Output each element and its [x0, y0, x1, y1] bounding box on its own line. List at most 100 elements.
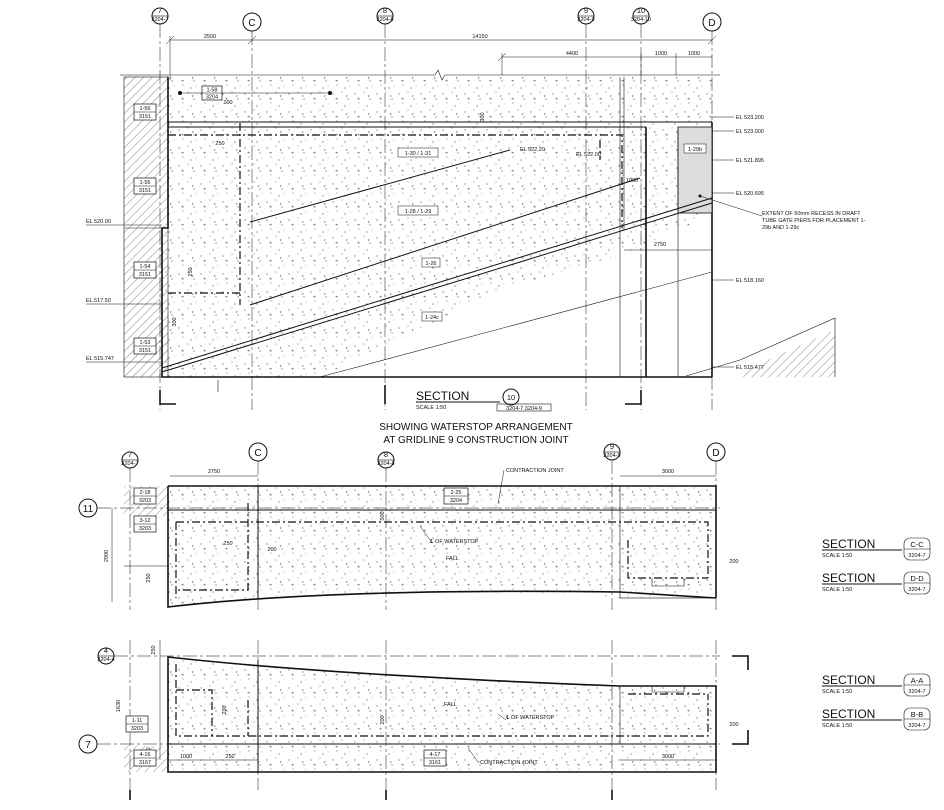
bottom-plan-view: 4 3204-4 7 250 1630 250 100: [78, 640, 749, 800]
svg-text:250: 250: [225, 754, 234, 760]
svg-text:3204-7: 3204-7: [151, 17, 168, 23]
tag-3-12: 3-12 3203: [133, 515, 157, 533]
tag-2-18: 2-18 3203: [133, 487, 157, 505]
svg-text:3204: 3204: [450, 498, 462, 504]
grid-bubble-8-mid: 8 3204-8: [377, 450, 395, 469]
svg-text:3204-7: 3204-7: [121, 461, 138, 467]
svg-text:11: 11: [83, 504, 94, 515]
svg-text:3204-7: 3204-7: [908, 689, 925, 695]
svg-text:1-29b: 1-29b: [688, 147, 702, 153]
svg-text:9: 9: [610, 442, 614, 451]
tag-2-25: 2-25 3204: [443, 487, 469, 505]
grid-bubble-10: 10 3204-10: [631, 6, 651, 25]
svg-text:SCALE 1:50: SCALE 1:50: [416, 405, 446, 411]
svg-text:10: 10: [637, 6, 645, 15]
svg-text:2-25: 2-25: [450, 490, 461, 496]
tag-4-16: 4-16 3167: [133, 749, 157, 767]
svg-text:EL 523.000: EL 523.000: [736, 129, 764, 135]
svg-text:200: 200: [380, 715, 386, 724]
svg-text:D: D: [708, 18, 715, 29]
tag-4-17: 4-17 3161: [423, 749, 447, 767]
tag-1-54: 1-54 3151: [133, 261, 157, 279]
grid-bubble-4: 4 3204-4: [97, 646, 115, 665]
tag-1-53: 1-53 3151: [133, 337, 157, 355]
grid-bubble-7: 7 3204-7: [151, 6, 169, 25]
svg-text:CONTRACTION JOINT: CONTRACTION JOINT: [506, 468, 564, 474]
tag-1-58: 1-58 3204: [201, 85, 223, 101]
svg-text:EL 521.895: EL 521.895: [736, 158, 764, 164]
svg-text:3204-7: 3204-7: [908, 723, 925, 729]
svg-text:1-28 / 1-29: 1-28 / 1-29: [405, 209, 432, 215]
grid-bubble-d-mid: D: [706, 442, 726, 462]
svg-text:3204: 3204: [206, 95, 218, 101]
grid-bubble-9: 9 3204-9: [577, 6, 595, 25]
grid-bubble-c: C: [242, 12, 262, 32]
svg-text:10: 10: [507, 393, 515, 402]
svg-text:SCALE 1:50: SCALE 1:50: [822, 723, 852, 729]
svg-text:SCALE 1:50: SCALE 1:50: [822, 587, 852, 593]
svg-text:SECTION: SECTION: [822, 537, 875, 551]
svg-text:3204-8: 3204-8: [376, 17, 393, 23]
svg-text:A-A: A-A: [911, 676, 924, 685]
tag-1-11: 1-11 3203: [125, 715, 149, 733]
svg-text:200: 200: [729, 722, 738, 728]
svg-text:3151: 3151: [139, 188, 151, 194]
svg-text:3151: 3151: [139, 348, 151, 354]
tag-1-56: 1-56 3151: [133, 103, 157, 121]
svg-text:1-30 / 1-31: 1-30 / 1-31: [405, 151, 432, 157]
section-ref-d-d: SECTION SCALE 1:50 D-D 3204-7: [822, 571, 931, 595]
svg-text:1-58: 1-58: [206, 88, 217, 94]
svg-text:EL 522.20: EL 522.20: [520, 147, 545, 153]
svg-text:EL 523.200: EL 523.200: [736, 115, 764, 121]
svg-text:4400: 4400: [566, 51, 578, 57]
svg-text:1-24c: 1-24c: [425, 315, 439, 321]
svg-text:SCALE 1:50: SCALE 1:50: [822, 553, 852, 559]
svg-text:SECTION: SECTION: [822, 707, 875, 721]
svg-text:1-26: 1-26: [425, 261, 436, 267]
svg-text:EL 518.160: EL 518.160: [736, 278, 764, 284]
svg-text:EL 522.00: EL 522.00: [576, 152, 601, 158]
svg-text:2500: 2500: [204, 34, 216, 40]
svg-text:3204-7: 3204-7: [908, 587, 925, 593]
grid-bubble-9-mid: 9 3204-9: [603, 442, 621, 461]
caption-line-1: SHOWING WATERSTOP ARRANGEMENT: [379, 422, 573, 433]
svg-text:2750: 2750: [654, 242, 666, 248]
svg-text:B-B: B-B: [911, 710, 924, 719]
svg-text:200: 200: [729, 559, 738, 565]
svg-text:1630: 1630: [116, 700, 122, 712]
grid-bubble-11: 11: [78, 498, 98, 518]
svg-text:3203: 3203: [139, 498, 151, 504]
svg-text:D: D: [712, 448, 719, 459]
svg-text:FALL: FALL: [444, 702, 457, 708]
svg-text:EL 515.477: EL 515.477: [736, 365, 764, 371]
tag-1-55: 1-55 3151: [133, 177, 157, 195]
svg-text:14150: 14150: [472, 34, 487, 40]
elevation-labels-right: EL 523.200 EL 523.000 EL 521.895 EL 520.…: [712, 115, 764, 371]
svg-text:7: 7: [85, 740, 91, 751]
svg-text:7: 7: [158, 6, 162, 15]
svg-text:3167: 3167: [139, 760, 151, 766]
middle-plan-view: 7 3204-7 C 8 3204-8 9 3204-9 D 11: [78, 442, 739, 610]
svg-text:300: 300: [480, 112, 486, 121]
svg-text:250: 250: [215, 141, 224, 147]
svg-text:D-D: D-D: [910, 574, 924, 583]
svg-text:3-12: 3-12: [139, 518, 150, 524]
svg-text:SCALE 1:50: SCALE 1:50: [822, 689, 852, 695]
section-ref-c-c: SECTION SCALE 1:50 C-C 3204-7: [822, 537, 931, 561]
svg-text:2900: 2900: [104, 550, 110, 562]
svg-text:3204-7 3204-9: 3204-7 3204-9: [506, 406, 542, 412]
svg-text:CONTRACTION JOINT: CONTRACTION JOINT: [480, 760, 538, 766]
svg-text:250: 250: [146, 573, 152, 582]
grid-bubble-8: 8 3204-8: [376, 6, 394, 25]
svg-text:3151: 3151: [139, 114, 151, 120]
svg-text:SECTION: SECTION: [822, 673, 875, 687]
svg-text:4-17: 4-17: [429, 752, 440, 758]
svg-text:3203: 3203: [139, 526, 151, 532]
svg-text:3204-4: 3204-4: [97, 657, 114, 663]
svg-text:3204-9: 3204-9: [577, 17, 594, 23]
svg-text:1000: 1000: [626, 178, 638, 184]
svg-text:3204-7: 3204-7: [908, 553, 925, 559]
svg-text:3000: 3000: [662, 754, 674, 760]
svg-text:2750: 2750: [208, 469, 220, 475]
